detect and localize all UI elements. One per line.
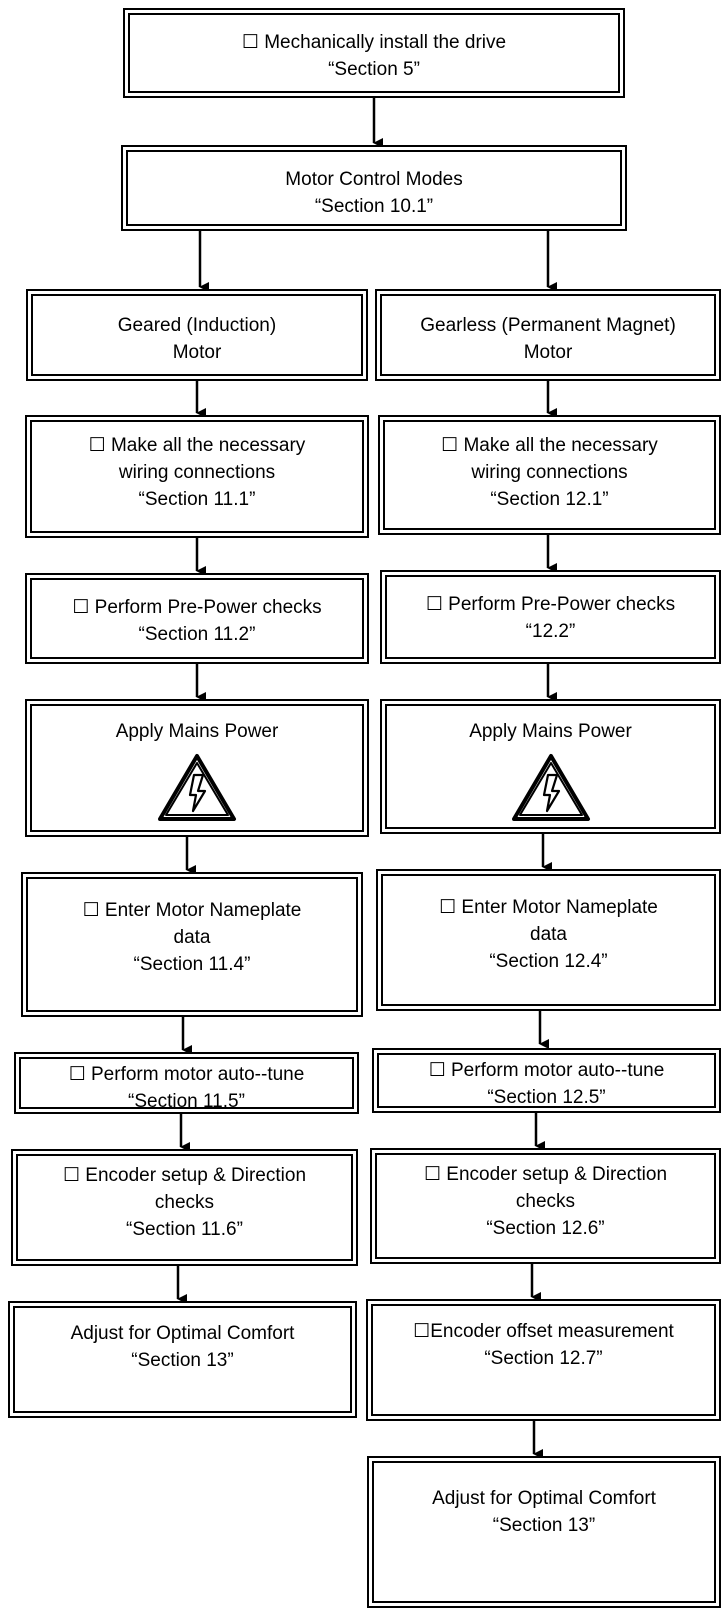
step-text: ☐ Perform motor auto--tune (68, 1064, 305, 1085)
right-pre-power-checks: ☐ Perform Pre-Power checks “12.2” (380, 570, 721, 664)
left-pre-power-checks: ☐ Perform Pre-Power checks “Section 11.2… (25, 573, 369, 664)
left-wiring-connections: ☐ Make all the necessary wiring connecti… (25, 415, 369, 538)
step-section: “Section 5” (328, 59, 420, 80)
step-section: “Section 12.4” (489, 951, 608, 972)
step-text: ☐ Encoder setup & Direction (62, 1165, 307, 1186)
step-text: data (173, 927, 211, 948)
step-text: ☐ Mechanically install the drive (241, 32, 507, 53)
step-section: “Section 13” (492, 1515, 596, 1536)
right-motor-autotune: ☐ Perform motor auto--tune “Section 12.5… (372, 1048, 721, 1113)
step-text: Motor (523, 342, 573, 363)
step-text: ☐ Encoder setup & Direction (423, 1164, 668, 1185)
right-gearless-motor: Gearless (Permanent Magnet) Motor (375, 289, 721, 381)
step-section: “Section 11.6” (126, 1219, 243, 1240)
left-geared-motor: Geared (Induction) Motor (26, 289, 368, 381)
step-section: “Section 13” (131, 1350, 234, 1371)
step-section: “Section 10.1” (314, 196, 434, 217)
right-wiring-connections: ☐ Make all the necessary wiring connecti… (378, 415, 721, 535)
step-text: ☐ Perform motor auto--tune (428, 1060, 665, 1081)
step-text: Gearless (Permanent Magnet) (420, 315, 676, 336)
left-motor-nameplate: ☐ Enter Motor Nameplate data “Section 11… (21, 872, 363, 1017)
high-voltage-warning-icon (158, 754, 236, 821)
step-text: Apply Mains Power (115, 721, 279, 742)
step-text: ☐ Perform Pre-Power checks (425, 594, 676, 615)
step-text: checks (515, 1191, 576, 1212)
left-optimal-comfort: Adjust for Optimal Comfort “Section 13” (8, 1301, 357, 1418)
step-section: “12.2” (525, 621, 576, 642)
step-section: “Section 12.7” (484, 1348, 603, 1369)
step-install-drive: ☐ Mechanically install the drive “Sectio… (123, 8, 625, 98)
step-section: “Section 12.1” (490, 489, 609, 510)
step-text: data (530, 924, 567, 945)
step-text: wiring connections (471, 462, 628, 483)
step-text: wiring connections (118, 462, 276, 483)
left-motor-autotune: ☐ Perform motor auto--tune “Section 11.5… (14, 1052, 359, 1114)
step-section: “Section 12.5” (487, 1087, 606, 1108)
high-voltage-warning-icon (511, 754, 590, 821)
right-encoder-offset: ☐Encoder offset measurement “Section 12.… (366, 1299, 721, 1421)
step-motor-control-modes: Motor Control Modes “Section 10.1” (121, 145, 627, 231)
right-motor-nameplate: ☐ Enter Motor Nameplate data “Section 12… (376, 869, 721, 1011)
step-text: Geared (Induction) (117, 315, 277, 336)
step-text: ☐ Perform Pre-Power checks (72, 597, 322, 618)
step-section: “Section 11.4” (133, 954, 251, 975)
right-apply-mains-power: Apply Mains Power (380, 699, 721, 834)
step-section: “Section 11.2” (138, 624, 256, 645)
step-text: Adjust for Optimal Comfort (70, 1323, 295, 1344)
step-text: Motor Control Modes (285, 169, 463, 190)
step-section: “Section 11.1” (138, 489, 256, 510)
step-text: Apply Mains Power (469, 721, 632, 742)
step-text: Motor (172, 342, 222, 363)
step-text: ☐ Enter Motor Nameplate (82, 900, 302, 921)
right-encoder-setup: ☐ Encoder setup & Direction checks “Sect… (370, 1148, 721, 1264)
step-section: “Section 12.6” (486, 1218, 605, 1239)
step-text: ☐ Make all the necessary (88, 435, 306, 456)
step-text: ☐ Make all the necessary (441, 435, 658, 456)
step-text: checks (154, 1192, 215, 1213)
step-text: Adjust for Optimal Comfort (432, 1488, 656, 1509)
step-text: ☐Encoder offset measurement (413, 1321, 674, 1342)
left-encoder-setup: ☐ Encoder setup & Direction checks “Sect… (11, 1149, 358, 1266)
right-optimal-comfort: Adjust for Optimal Comfort “Section 13” (367, 1456, 721, 1608)
step-text: ☐ Enter Motor Nameplate (439, 897, 658, 918)
step-section: “Section 11.5” (128, 1091, 245, 1112)
left-apply-mains-power: Apply Mains Power (25, 699, 369, 837)
